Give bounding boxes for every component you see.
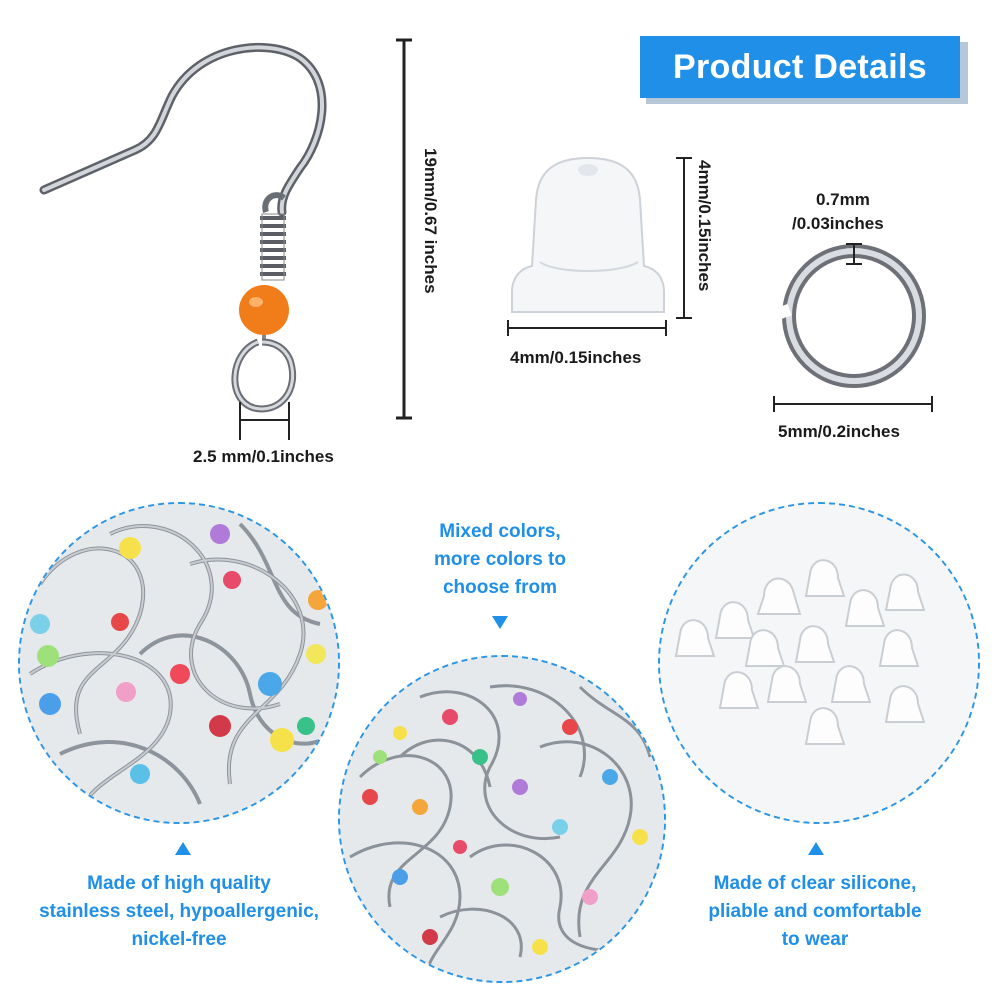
caption-line: Made of clear silicone, [713, 873, 917, 894]
arrow-down-icon [492, 616, 508, 629]
caption-line: to wear [781, 929, 849, 950]
stopper-image [511, 156, 665, 313]
caption-line: stainless steel, hypoallergenic, [39, 901, 319, 922]
caption-line: nickel-free [131, 929, 227, 950]
arrow-up-icon [808, 842, 824, 855]
product-details-title: Product Details [640, 36, 960, 98]
stopper-width-label: 4mm/0.15inches [510, 348, 642, 367]
stopper-height-label: 4mm/0.15inches [695, 160, 714, 292]
ear-hook-image [39, 43, 327, 413]
dimension-illustrations [39, 38, 933, 440]
arrow-up-icon [175, 842, 191, 855]
hook-height-label: 19mm/0.67 inches [421, 148, 440, 294]
caption-line: choose from [442, 577, 558, 598]
silicone-caption: Made of clear silicone, pliable and comf… [670, 870, 960, 954]
caption-line: Mixed colors, [439, 521, 561, 542]
silicone-stoppers-photo [658, 502, 980, 824]
caption-line: pliable and comfortable [708, 901, 922, 922]
caption-line: Made of high quality [87, 873, 271, 894]
jump-ring-image [774, 244, 926, 388]
hook-loop-label: 2.5 mm/0.1inches [193, 447, 334, 466]
caption-line: more colors to [434, 549, 566, 570]
steel-caption: Made of high quality stainless steel, hy… [10, 870, 348, 954]
ring-thickness-label-2: /0.03inches [792, 214, 884, 233]
steel-hooks-photo [18, 502, 340, 824]
ring-diameter-label: 5mm/0.2inches [778, 422, 900, 441]
mixed-colors-caption: Mixed colors, more colors to choose from [400, 518, 600, 602]
mixed-hooks-photo [338, 655, 666, 983]
ring-thickness-label-1: 0.7mm [816, 190, 870, 209]
